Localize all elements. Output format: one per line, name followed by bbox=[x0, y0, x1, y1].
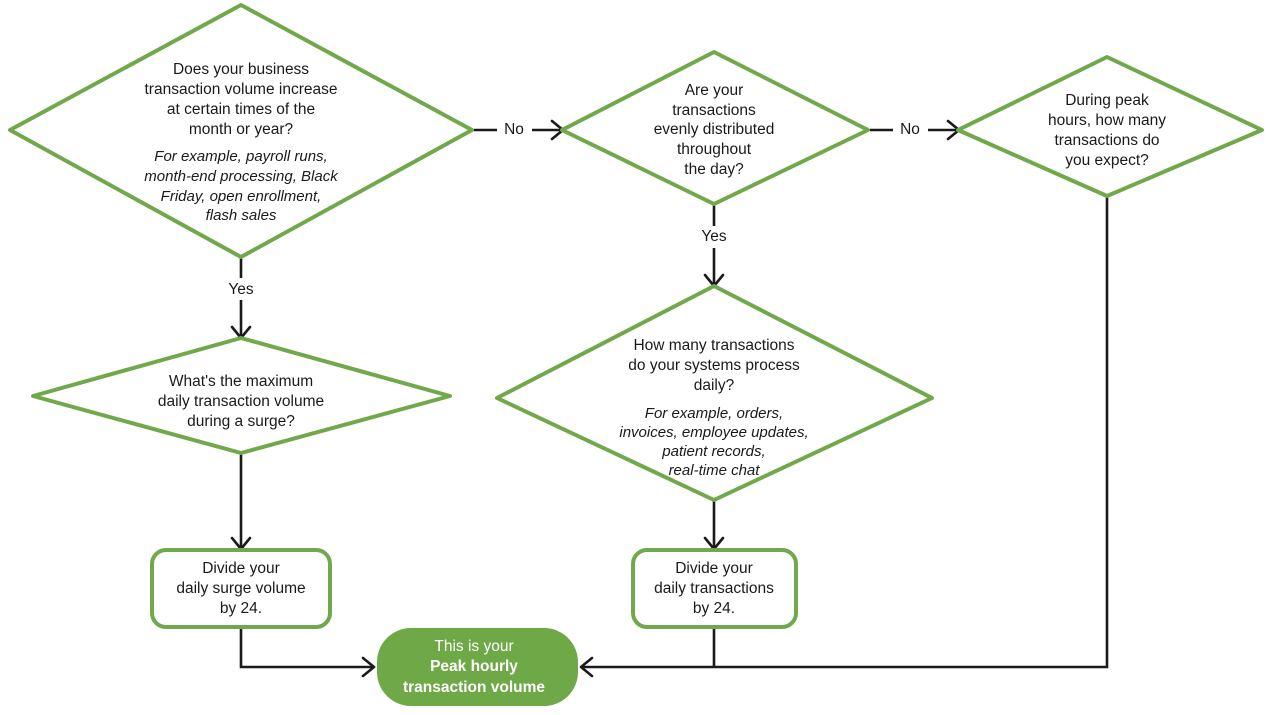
node-text-line: throughout bbox=[677, 141, 752, 158]
node-text-line: Does your business bbox=[173, 61, 309, 78]
edge-surge-result bbox=[239, 628, 376, 678]
node-q-seasonal[interactable]: Does your business transaction volume in… bbox=[8, 3, 474, 259]
diamond-shape[interactable] bbox=[8, 3, 474, 259]
node-note-line: For example, payroll runs, bbox=[154, 148, 327, 165]
node-result-peak-hourly[interactable]: This is your Peak hourly transaction vol… bbox=[377, 628, 578, 706]
node-text-line: evenly distributed bbox=[654, 121, 775, 138]
edge-peakhours-result bbox=[579, 196, 1109, 678]
result-text-bold-line: Peak hourly bbox=[430, 658, 518, 675]
node-text-line: Divide your bbox=[202, 560, 280, 577]
diamond-shape[interactable] bbox=[31, 336, 452, 455]
edge-surge-action bbox=[230, 453, 252, 551]
node-note-line: For example, orders, bbox=[645, 405, 783, 422]
node-text-line: daily transaction volume bbox=[158, 393, 324, 410]
node-q-even-distribution[interactable]: Are your transactions evenly distributed… bbox=[560, 50, 870, 206]
diamond-shape[interactable] bbox=[956, 55, 1264, 198]
edge-daily-action bbox=[703, 500, 725, 551]
node-q-daily-volume[interactable]: How many transactions do your systems pr… bbox=[495, 284, 934, 502]
node-text-line: What's the maximum bbox=[169, 373, 313, 390]
node-text-line: by 24. bbox=[220, 600, 262, 617]
node-text-line: transactions do bbox=[1054, 132, 1159, 149]
node-text-line: daily transactions bbox=[654, 580, 774, 597]
node-text-line: Are your bbox=[685, 82, 744, 99]
result-text-bold-line: transaction volume bbox=[403, 679, 545, 696]
node-note-line: flash sales bbox=[206, 207, 277, 224]
node-note-line: Friday, open enrollment, bbox=[161, 188, 322, 205]
node-text-line: transaction volume increase bbox=[145, 81, 338, 98]
node-text-line: month or year? bbox=[189, 121, 294, 138]
rounded-rect-shape[interactable] bbox=[150, 548, 332, 629]
edge-label-seasonal-no: No bbox=[504, 121, 524, 138]
node-note-line: invoices, employee updates, bbox=[619, 424, 808, 441]
edge-label-layer: No No Yes Yes bbox=[228, 121, 920, 298]
node-text-line: by 24. bbox=[693, 600, 735, 617]
node-action-divide-surge[interactable]: Divide your daily surge volume by 24. bbox=[150, 548, 332, 629]
diamond-shape[interactable] bbox=[560, 50, 870, 206]
node-text-line: hours, how many bbox=[1048, 112, 1166, 129]
diamond-shape[interactable] bbox=[495, 284, 934, 502]
node-text-line: Divide your bbox=[675, 560, 753, 577]
node-text-line: daily? bbox=[694, 377, 735, 394]
edge-label-even-no: No bbox=[900, 121, 920, 138]
edge-label-even-yes: Yes bbox=[701, 228, 727, 245]
node-note-line: patient records, bbox=[661, 443, 765, 460]
node-text-line: transactions bbox=[672, 102, 756, 119]
node-text-line: During peak bbox=[1065, 92, 1149, 109]
pill-shape[interactable] bbox=[377, 628, 578, 706]
node-note-line: real-time chat bbox=[669, 462, 761, 479]
edge-label-seasonal-yes: Yes bbox=[228, 281, 254, 298]
node-text-line: during a surge? bbox=[187, 413, 295, 430]
node-text-line: you expect? bbox=[1065, 152, 1149, 169]
node-action-divide-daily[interactable]: Divide your daily transactions by 24. bbox=[631, 548, 798, 629]
node-q-max-surge[interactable]: What's the maximum daily transaction vol… bbox=[31, 336, 452, 455]
node-text-line: at certain times of the bbox=[167, 101, 315, 118]
result-text-line: This is your bbox=[434, 638, 513, 655]
node-text-line: How many transactions bbox=[633, 337, 794, 354]
node-note-line: month-end processing, Black bbox=[144, 168, 339, 185]
node-text-line: do your systems process bbox=[628, 357, 800, 374]
node-text-line: daily surge volume bbox=[176, 580, 305, 597]
node-q-peak-hours[interactable]: During peak hours, how many transactions… bbox=[956, 55, 1264, 198]
node-text-line: the day? bbox=[684, 161, 744, 178]
rounded-rect-shape[interactable] bbox=[631, 548, 798, 629]
